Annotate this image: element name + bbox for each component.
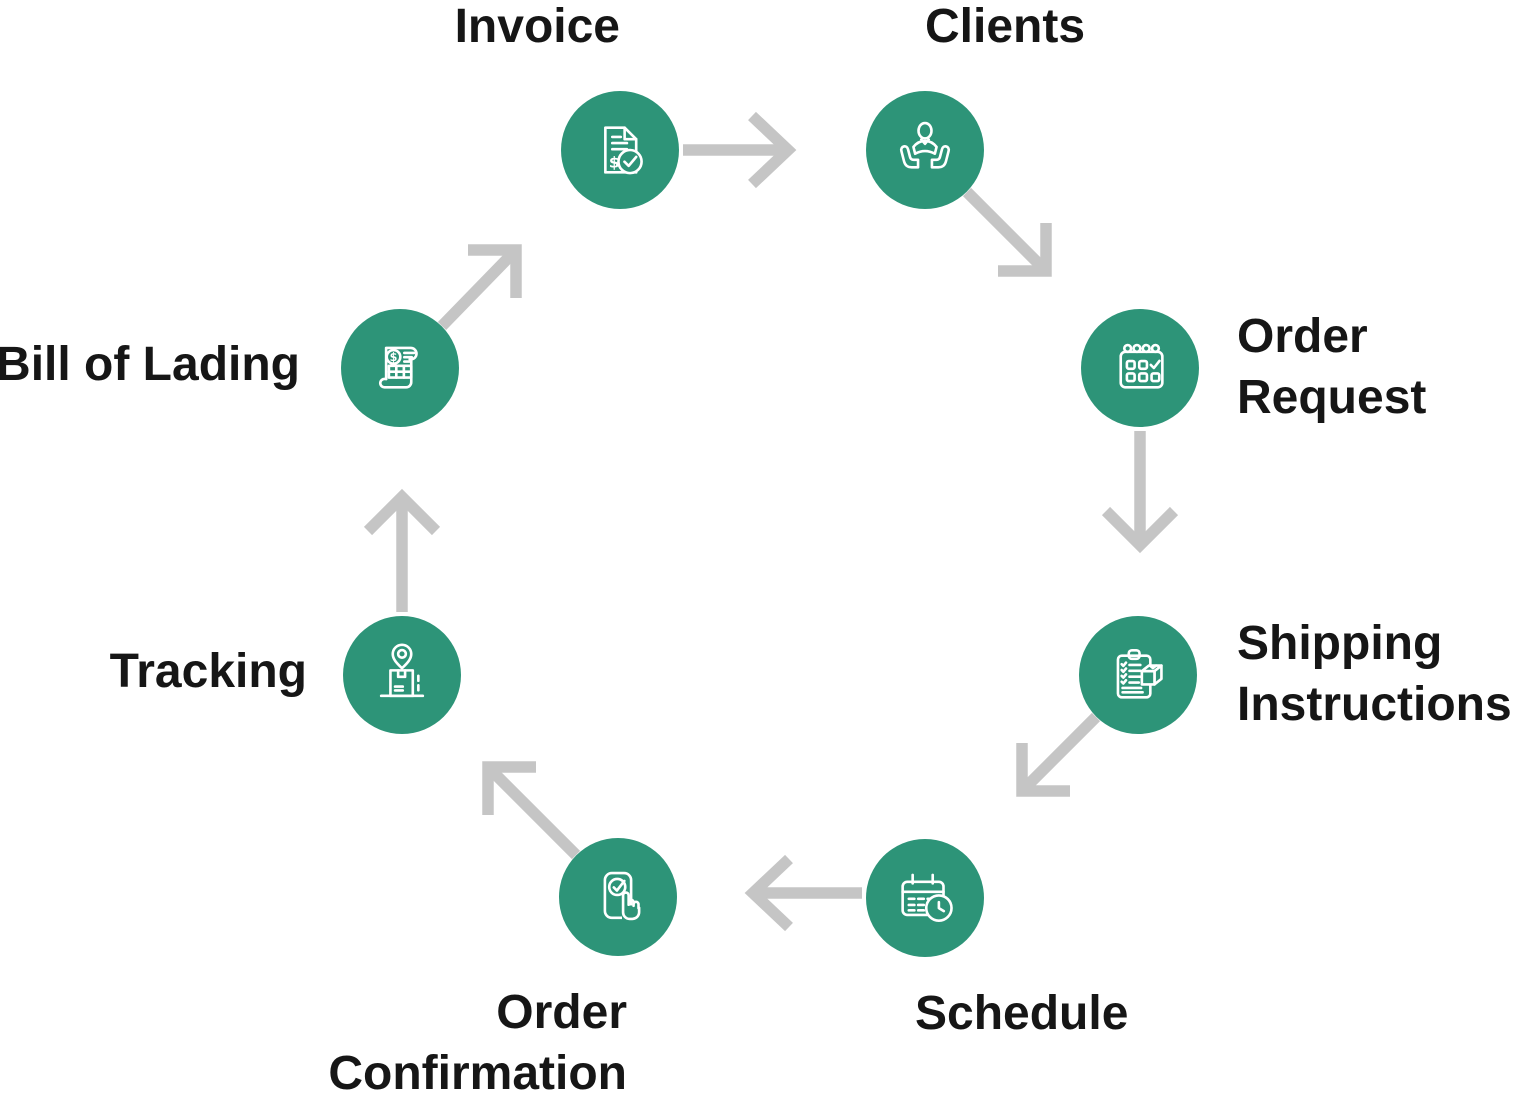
arrow-order-request-to-shipping-instructions <box>1101 431 1179 554</box>
node-tracking <box>343 616 461 734</box>
node-invoice: $ <box>561 91 679 209</box>
arrow-clients-to-order-request <box>962 187 1052 277</box>
shipping-instructions-label: Shipping Instructions <box>1237 617 1512 731</box>
arrow-shipping-instructions-to-schedule <box>1016 712 1101 797</box>
dollar-glyph: $ <box>390 351 398 364</box>
calendar-clock-icon <box>901 873 953 922</box>
arrow-tracking-to-bill-of-lading <box>363 488 441 612</box>
phone-tap-confirm-icon <box>603 871 641 921</box>
arrow-order-confirmation-to-tracking <box>482 761 581 860</box>
invoice-label: Invoice <box>454 0 620 53</box>
billing-scroll-icon: $ <box>378 346 418 389</box>
node-clients <box>866 91 984 209</box>
node-order-request <box>1081 309 1199 427</box>
hands-holding-client-icon <box>899 121 951 169</box>
order-confirmation-label: Order Confirmation <box>328 986 627 1100</box>
arrow-invoice-to-clients <box>683 111 797 189</box>
arrow-schedule-to-order-confirmation <box>744 854 862 932</box>
invoice-document-check-icon: $ <box>604 126 643 175</box>
bill-of-lading-label: Bill of Lading <box>0 338 300 391</box>
order-request-label: Order Request <box>1237 310 1427 424</box>
tracking-label: Tracking <box>109 645 307 698</box>
dollar-glyph: $ <box>609 153 620 171</box>
schedule-label: Schedule <box>915 987 1129 1040</box>
node-order-confirmation <box>559 838 677 956</box>
calendar-check-icon <box>1119 343 1164 389</box>
node-schedule <box>866 839 984 957</box>
package-location-pin-icon <box>379 643 425 698</box>
clients-label: Clients <box>925 0 1086 53</box>
node-shipping-instructions <box>1079 616 1197 734</box>
clipboard-checklist-package-icon <box>1116 649 1163 699</box>
arrow-bill-of-lading-to-invoice <box>437 244 522 331</box>
node-bill-of-lading: $ <box>341 309 459 427</box>
